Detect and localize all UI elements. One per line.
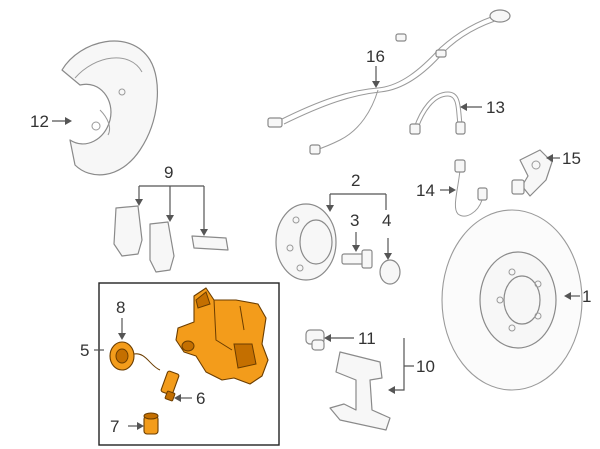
arrowhead-11 xyxy=(324,334,331,342)
bleeder-cap xyxy=(143,412,159,435)
arrowhead-16 xyxy=(372,81,380,88)
callout-1: 1 xyxy=(582,287,591,306)
arrowhead-1 xyxy=(564,292,571,300)
callout-12: 12 xyxy=(30,112,49,131)
leader-10 xyxy=(390,338,414,391)
arrowhead-6 xyxy=(174,394,181,402)
callout-13: 13 xyxy=(486,98,505,117)
arrowhead-10 xyxy=(388,386,395,394)
callout-7: 7 xyxy=(110,417,119,436)
wheel-hub xyxy=(275,203,337,281)
callout-2: 2 xyxy=(351,171,360,190)
piston-seal-kit xyxy=(109,341,161,371)
callout-16: 16 xyxy=(366,47,385,66)
leader-9 xyxy=(138,185,205,234)
arrowhead-9c xyxy=(200,229,208,236)
callout-3: 3 xyxy=(350,211,359,230)
callout-8: 8 xyxy=(116,298,125,317)
hub-cap xyxy=(379,259,401,285)
callout-9: 9 xyxy=(164,163,173,182)
arrowhead-13 xyxy=(460,103,467,111)
brake-line xyxy=(454,159,488,217)
caliper-assembly-box xyxy=(98,282,280,446)
callout-15: 15 xyxy=(562,149,581,168)
leader-2 xyxy=(329,193,387,210)
arrowhead-15 xyxy=(546,154,553,162)
brake-hose xyxy=(409,91,466,135)
brake-caliper xyxy=(175,287,269,385)
callout-4: 4 xyxy=(382,211,391,230)
arrowhead-8 xyxy=(118,333,126,340)
callout-10: 10 xyxy=(416,357,435,376)
callout-5: 5 xyxy=(80,341,89,360)
arrowhead-9a xyxy=(135,199,143,206)
splash-shield xyxy=(61,40,159,176)
caliper-bracket xyxy=(329,351,391,431)
arrowhead-9b xyxy=(166,215,174,222)
hub-bolt xyxy=(341,249,373,269)
guide-bushing xyxy=(305,329,325,351)
arrowhead-4 xyxy=(384,253,392,260)
callout-6: 6 xyxy=(196,389,205,408)
arrowhead-12 xyxy=(65,117,72,125)
brake-pads xyxy=(113,205,229,273)
brake-rotor xyxy=(441,209,583,391)
callout-11: 11 xyxy=(358,329,376,348)
arrowhead-2 xyxy=(326,205,334,212)
abs-wiring-harness xyxy=(267,9,511,155)
arrowhead-7 xyxy=(137,422,144,430)
callout-14: 14 xyxy=(416,181,435,200)
bleeder-screw xyxy=(160,370,180,402)
speed-sensor xyxy=(511,149,553,197)
arrowhead-14 xyxy=(449,186,456,194)
arrowhead-3 xyxy=(352,245,360,252)
